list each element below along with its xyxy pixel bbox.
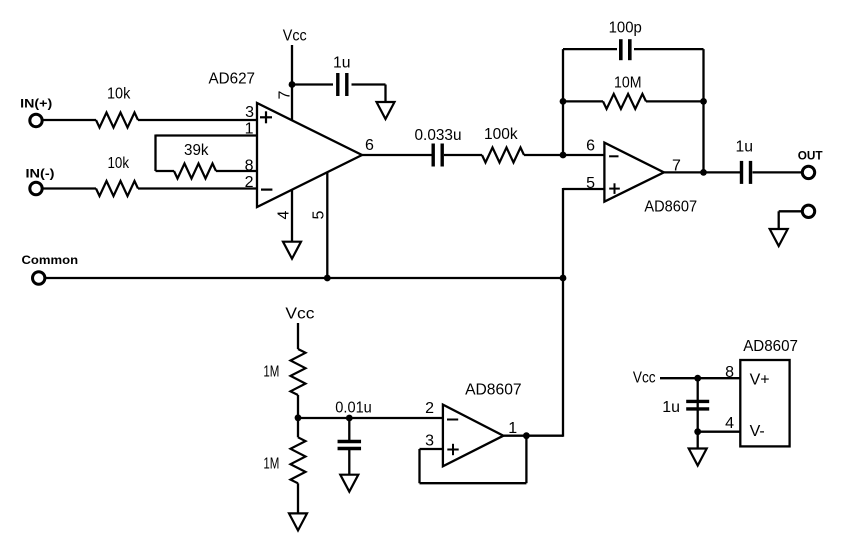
svg-text:5: 5 [311,211,328,220]
svg-text:AD627: AD627 [209,71,256,88]
svg-text:100p: 100p [609,20,642,37]
svg-text:6: 6 [586,138,595,155]
svg-text:2: 2 [425,400,434,417]
svg-text:1u: 1u [333,54,351,71]
svg-text:1: 1 [508,420,517,437]
svg-text:5: 5 [586,175,595,192]
svg-text:AD8607: AD8607 [644,199,697,216]
svg-text:39k: 39k [184,142,209,159]
svg-text:V-: V- [750,423,765,440]
svg-text:Common: Common [22,253,79,267]
svg-text:1M: 1M [263,364,279,381]
svg-text:4: 4 [725,415,734,432]
svg-text:IN(+): IN(+) [20,97,52,111]
svg-text:1: 1 [245,121,254,138]
svg-text:0.01u: 0.01u [335,400,372,417]
svg-text:10k: 10k [108,155,130,172]
svg-text:10k: 10k [107,86,131,103]
svg-text:V+: V+ [750,371,770,388]
svg-text:10M: 10M [614,75,642,92]
svg-text:OUT: OUT [798,148,824,162]
svg-text:AD8607: AD8607 [743,338,798,355]
svg-text:AD8607: AD8607 [465,382,522,399]
svg-text:Vcc: Vcc [283,28,307,45]
svg-text:100k: 100k [484,126,519,143]
svg-text:1u: 1u [736,139,754,156]
svg-text:2: 2 [245,174,254,191]
svg-text:8: 8 [245,158,254,175]
svg-text:1M: 1M [263,456,279,473]
svg-text:8: 8 [725,364,734,381]
svg-text:1u: 1u [662,399,680,416]
svg-text:6: 6 [365,137,374,154]
svg-text:Vcc: Vcc [633,369,656,386]
svg-text:7: 7 [672,158,681,175]
svg-text:4: 4 [276,211,293,220]
svg-text:IN(-): IN(-) [26,167,55,181]
svg-text:0.033u: 0.033u [415,127,462,144]
svg-text:3: 3 [425,433,434,450]
svg-text:3: 3 [245,104,254,121]
svg-text:7: 7 [276,91,293,100]
svg-text:Vcc: Vcc [285,306,314,323]
